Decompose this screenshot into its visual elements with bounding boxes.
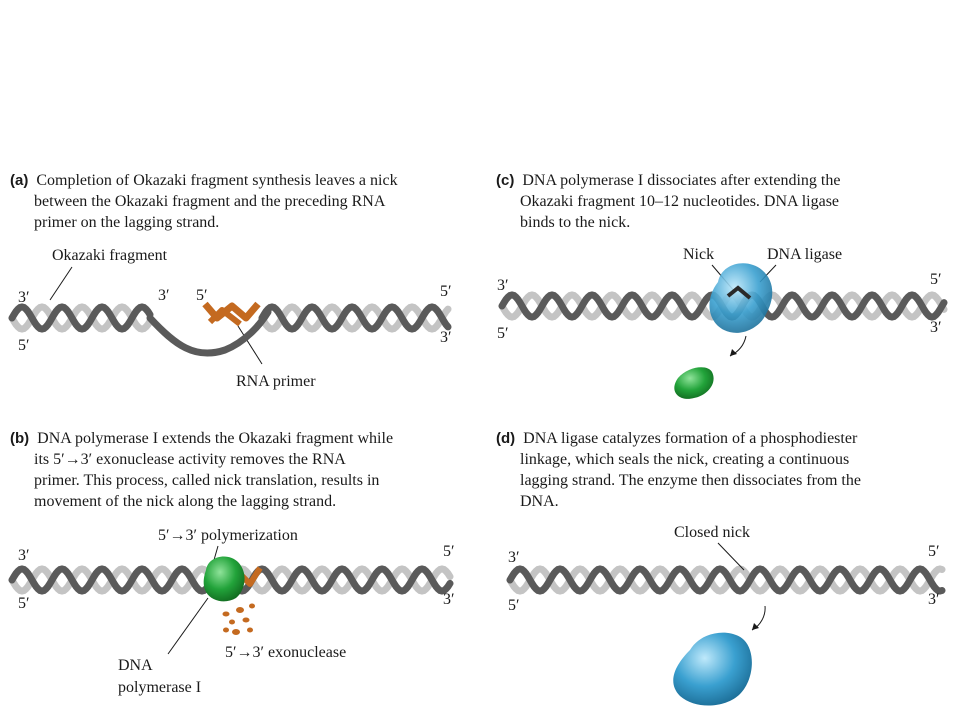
panel-b-released-nucleotides <box>222 603 255 635</box>
panel-d-line-1: DNA ligase catalyzes formation of a phos… <box>523 430 858 447</box>
panel-b-5prime-left: 5′ <box>18 595 30 612</box>
panel-a-diagram: Okazaki fragment 3′ 5′ 3′ 5′ 5′ 3′ RNA p… <box>8 247 452 390</box>
panel-b-polymerization-leader <box>213 545 219 561</box>
panel-b-pol-label-1: DNA <box>118 657 153 674</box>
panel-b-3prime-left: 3′ <box>18 547 30 564</box>
panel-d-letter: (d) <box>496 430 516 447</box>
panel-b-line-4: movement of the nick along the lagging s… <box>34 493 337 510</box>
panel-b-pol-label-2: polymerase I <box>118 679 201 696</box>
panel-a-single-strand-loop <box>146 308 272 357</box>
panel-a-rna-primer-2 <box>207 307 242 327</box>
panel-c-line-1: DNA polymerase I dissociates after exten… <box>522 172 841 189</box>
nucleotide-fragment <box>229 619 235 625</box>
panel-d-arrow-head <box>752 623 759 630</box>
panel-a-3prime-left: 3′ <box>18 289 30 306</box>
nucleotide-fragment <box>242 617 250 623</box>
panel-a-5prime-right: 5′ <box>440 283 452 300</box>
panel-a-primer-leader <box>237 325 263 365</box>
panel-a-5prime-left: 5′ <box>18 337 30 354</box>
panel-d-3prime-right: 3′ <box>928 591 940 608</box>
panel-c-arrow-head <box>730 349 737 356</box>
panel-d-closed-nick-leader <box>717 542 745 571</box>
panel-a-helix-left <box>8 303 154 333</box>
panel-a-helix-right <box>258 303 452 333</box>
panel-b-line-2: its 5′→3′ exonuclease activity removes t… <box>34 451 346 468</box>
panel-d-3prime-left: 3′ <box>508 549 520 566</box>
panel-b-pol-leader <box>167 597 209 655</box>
panel-c-5prime-left: 5′ <box>497 325 509 342</box>
panel-b-3prime-right: 3′ <box>443 591 455 608</box>
panel-d-helix <box>506 565 946 595</box>
panel-a-3prime-mid: 3′ <box>158 287 170 304</box>
panel-c-3prime-right: 3′ <box>930 319 942 336</box>
panel-d-closed-nick-label: Closed nick <box>674 524 750 541</box>
panel-a-line-1: Completion of Okazaki fragment synthesis… <box>36 172 398 189</box>
panel-c-ligase-label: DNA ligase <box>767 246 842 263</box>
panel-b-5prime-right: 5′ <box>443 543 455 560</box>
panel-c-polymerase-released <box>674 367 714 399</box>
panel-d-diagram: Closed nick 3′ 5′ 5′ 3′ <box>506 524 946 706</box>
nucleotide-fragment <box>247 627 253 633</box>
panel-a-okazaki-label: Okazaki fragment <box>52 247 168 264</box>
nucleotide-fragment <box>222 611 230 617</box>
panel-a-helix-right-strand-1 <box>258 303 452 333</box>
panel-d-5prime-left: 5′ <box>508 597 520 614</box>
panel-a-helix-left-strand-2 <box>8 303 154 333</box>
panel-a-rna-primer-label: RNA primer <box>236 373 316 390</box>
panel-a-5prime-mid: 5′ <box>196 287 208 304</box>
panel-a-3prime-right: 3′ <box>440 329 452 346</box>
panel-d-5prime-right: 5′ <box>928 543 940 560</box>
nucleotide-fragment <box>223 627 229 633</box>
panel-c-diagram: Nick DNA ligase 3′ 5′ 5′ 3′ <box>497 246 948 399</box>
panel-c-nick-mark <box>726 285 752 300</box>
panel-b-line-1: DNA polymerase I extends the Okazaki fra… <box>37 430 394 447</box>
panel-d-dna-ligase-released <box>673 632 752 706</box>
panel-b-exonuclease-label: 5′→3′ exonuclease <box>225 644 346 661</box>
panel-a-helix-left-strand-1 <box>8 303 154 333</box>
panel-a-caption: (a) Completion of Okazaki fragment synth… <box>10 170 398 233</box>
panel-c-line-2: Okazaki fragment 10–12 nucleotides. DNA … <box>520 193 840 210</box>
panel-b-caption: (b) DNA polymerase I extends the Okazaki… <box>10 428 393 512</box>
panel-d-line-4: DNA. <box>520 493 559 510</box>
panel-b-diagram: 5′→3′ polymerization 5′→3′ exonuclease D… <box>8 527 455 696</box>
nucleotide-fragment <box>236 607 244 613</box>
panel-b-line-3: primer. This process, called nick transl… <box>34 472 380 489</box>
panel-a-helix-right-strand-2 <box>258 303 452 333</box>
panel-c-line-3: binds to the nick. <box>520 214 631 231</box>
panel-b-letter: (b) <box>10 430 30 447</box>
panel-c-5prime-right: 5′ <box>930 271 942 288</box>
panel-b-polymerization-label: 5′→3′ polymerization <box>158 527 298 544</box>
panel-c-letter: (c) <box>496 172 515 189</box>
panel-d-line-3: lagging strand. The enzyme then dissocia… <box>520 472 861 489</box>
nucleotide-fragment <box>249 603 255 609</box>
panel-c-3prime-left: 3′ <box>497 277 509 294</box>
panel-d-line-2: linkage, which seals the nick, creating … <box>520 451 850 468</box>
nucleotide-fragment <box>232 629 240 635</box>
panel-a-line-2: between the Okazaki fragment and the pre… <box>34 193 386 210</box>
panel-c-dna-ligase-bound <box>709 263 773 333</box>
panel-d-caption: (d) DNA ligase catalyzes formation of a … <box>496 428 861 512</box>
panel-a-letter: (a) <box>10 172 29 189</box>
panel-c-caption: (c) DNA polymerase I dissociates after e… <box>496 170 840 233</box>
panel-b-dna-polymerase <box>203 556 245 602</box>
panel-c-nick-label: Nick <box>683 246 714 263</box>
panel-d-helix-strand-2 <box>506 565 946 595</box>
panel-a-rna-primer <box>202 301 261 322</box>
panel-a-line-3: primer on the lagging strand. <box>34 214 220 231</box>
panel-a-okazaki-leader <box>49 266 73 301</box>
